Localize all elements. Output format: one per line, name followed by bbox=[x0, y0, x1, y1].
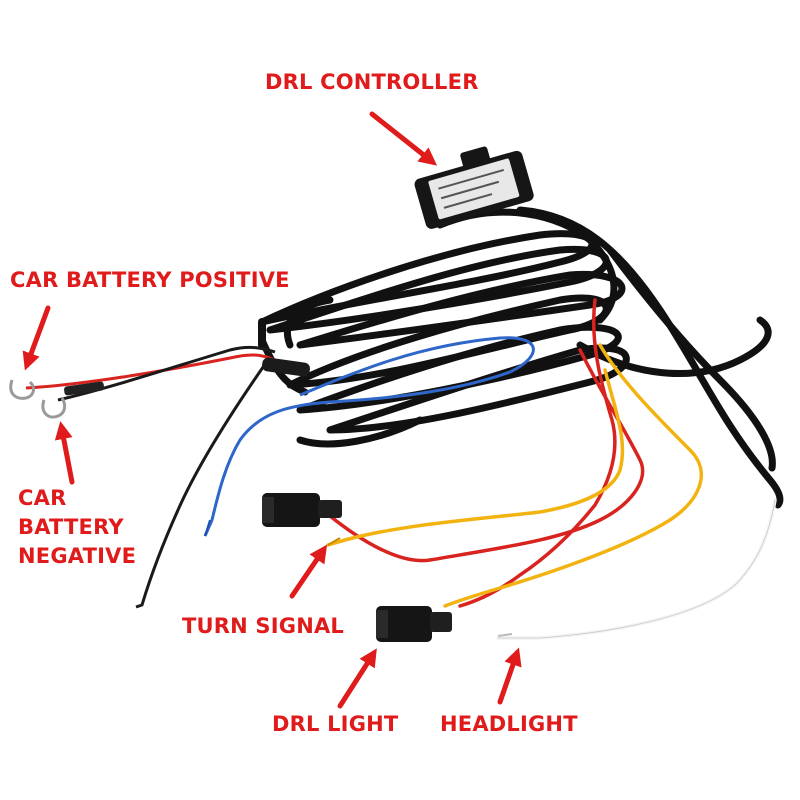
label-drl-light: DRL LIGHT bbox=[272, 712, 399, 736]
white-wire-outline bbox=[497, 499, 776, 639]
yellow-wire-tip bbox=[327, 537, 341, 546]
yellow-wire bbox=[443, 343, 703, 608]
ring-terminal-icon bbox=[9, 379, 67, 419]
arrow-headlight bbox=[497, 647, 522, 705]
blue-wire bbox=[203, 336, 535, 537]
label-battery-negative-line-3: NEGATIVE bbox=[18, 544, 137, 568]
blue-wire-tip bbox=[204, 519, 211, 537]
label-battery-negative-line-2: BATTERY bbox=[18, 515, 124, 539]
plug-connector-icon bbox=[262, 493, 342, 527]
inline-fuse bbox=[262, 357, 310, 377]
label-headlight: HEADLIGHT bbox=[440, 712, 578, 736]
white-wire-tip bbox=[497, 633, 513, 637]
black-cable-bundle bbox=[258, 206, 784, 509]
arrow-drl-light bbox=[337, 648, 377, 709]
arrow-drl-controller bbox=[369, 111, 438, 166]
arrow-battery-negative bbox=[54, 421, 75, 485]
red-wire bbox=[458, 298, 617, 608]
label-battery-negative: CAR BATTERY NEGATIVE bbox=[18, 484, 136, 571]
connector-upper bbox=[262, 493, 320, 527]
red-wire-battery-positive bbox=[25, 353, 276, 390]
red-wire-2 bbox=[328, 348, 645, 563]
battery-sleeve bbox=[64, 381, 105, 396]
label-battery-positive: CAR BATTERY POSITIVE bbox=[10, 268, 290, 292]
red-arrow-icon bbox=[22, 111, 522, 709]
plug-connector-icon bbox=[376, 606, 452, 642]
arrow-battery-positive bbox=[22, 305, 51, 371]
yellow-wire-turn bbox=[326, 368, 625, 547]
white-wire bbox=[496, 498, 777, 640]
label-drl-controller: DRL CONTROLLER bbox=[265, 70, 479, 94]
arrow-turn-signal bbox=[289, 544, 328, 599]
drl-controller-box bbox=[414, 146, 534, 229]
black-ground-wire bbox=[135, 359, 270, 609]
connector-lower bbox=[376, 606, 432, 642]
label-turn-signal: TURN SIGNAL bbox=[182, 614, 345, 638]
label-battery-negative-line-1: CAR bbox=[18, 486, 67, 510]
colored-lead-wires bbox=[326, 298, 777, 640]
